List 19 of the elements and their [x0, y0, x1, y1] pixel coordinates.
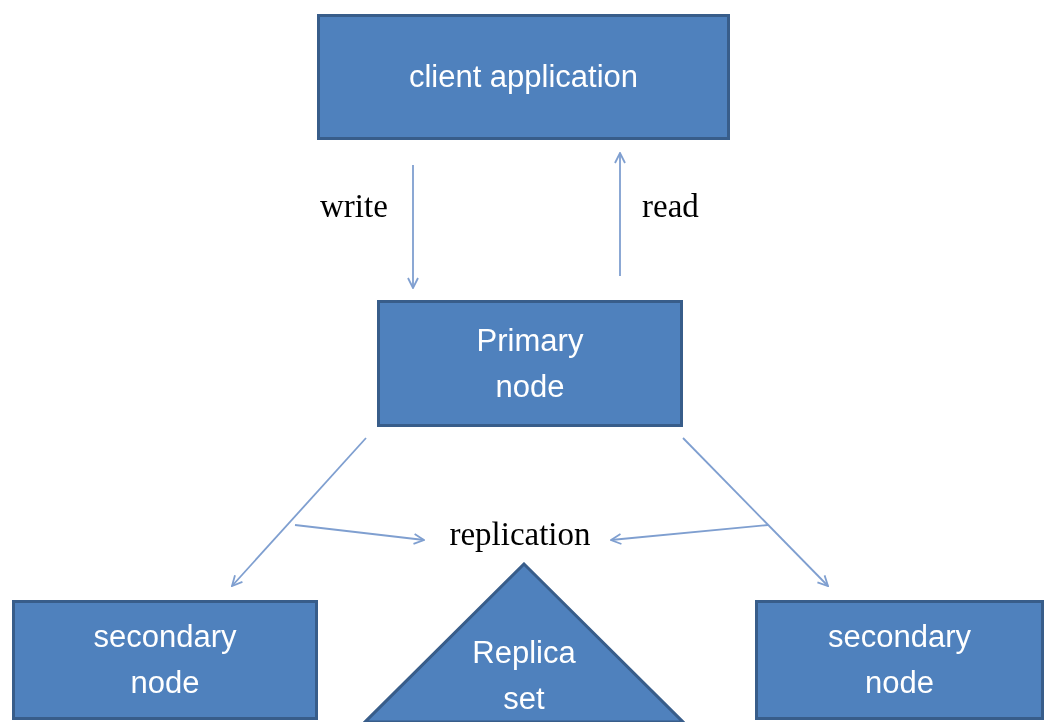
- process-box: [12, 600, 318, 720]
- triangle-node: [363, 562, 685, 722]
- edge-label: write: [320, 188, 388, 225]
- process-box: [317, 14, 730, 140]
- node-text: Replica set: [471, 634, 577, 718]
- arrow: [682, 437, 829, 587]
- arrow: [610, 524, 769, 545]
- arrow: [231, 437, 367, 587]
- node-label: replication: [425, 512, 615, 556]
- process-box: [377, 300, 683, 427]
- process-box: [755, 600, 1044, 720]
- arrow: [614, 152, 626, 277]
- arrow: [407, 164, 419, 289]
- node-text: secondary node: [827, 618, 972, 702]
- node-text: client application: [408, 58, 639, 96]
- node-text: secondary node: [92, 618, 238, 702]
- arrow: [294, 524, 425, 545]
- node-text: Primary node: [475, 321, 585, 406]
- edge-label: read: [642, 188, 699, 225]
